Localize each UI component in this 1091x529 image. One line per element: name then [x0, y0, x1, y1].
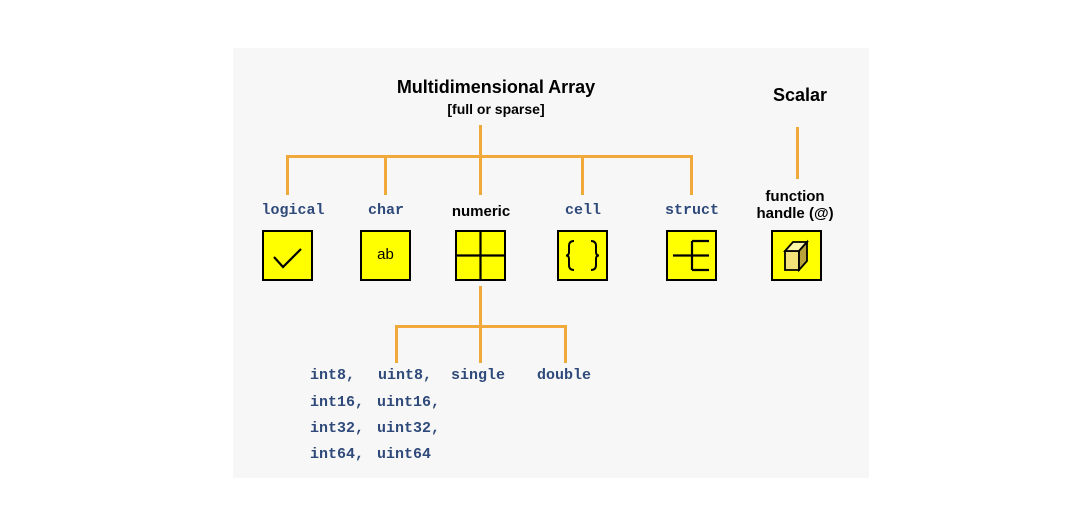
numeric-type-double: double — [537, 367, 592, 384]
scalar-stem-line — [796, 127, 799, 179]
numeric-type-int8: int8, — [310, 367, 356, 384]
function-handle-label-text: function handle (@) — [756, 188, 834, 222]
ab-text-icon: ab — [377, 246, 394, 263]
numeric-type-uint32: uint32, — [377, 420, 441, 437]
branch-char-line — [384, 155, 387, 195]
root-title: Multidimensional Array — [396, 77, 596, 97]
top-bar-line — [286, 155, 693, 158]
numeric-branch-double-line — [564, 325, 567, 363]
braces-icon — [565, 240, 600, 271]
scalar-title: Scalar — [772, 85, 828, 105]
struct-icon-box — [666, 230, 717, 281]
diagram-background — [233, 48, 869, 478]
numeric-type-single: single — [451, 367, 506, 384]
type-label-cell: cell — [564, 202, 601, 219]
numeric-type-int16: int16, — [310, 394, 365, 411]
type-label-numeric: numeric — [451, 203, 511, 220]
grid-icon — [457, 232, 504, 279]
numeric-type-int64: int64, — [310, 446, 365, 463]
branch-cell-line — [581, 155, 584, 195]
char-icon-box: ab — [360, 230, 411, 281]
type-label-char: char — [367, 202, 404, 219]
checkmark-icon — [273, 248, 302, 269]
function-handle-icon-box — [771, 230, 822, 281]
numeric-stem-line — [479, 286, 482, 328]
numeric-branch-int8-line — [395, 325, 398, 363]
type-label-struct: struct — [664, 202, 719, 219]
cell-icon-box — [557, 230, 608, 281]
numeric-type-int32: int32, — [310, 420, 365, 437]
branch-struct-line — [690, 155, 693, 195]
type-label-function-handle: function handle (@) — [740, 188, 850, 222]
tree-icon — [673, 239, 709, 272]
root-stem-line — [479, 125, 482, 158]
numeric-type-uint16: uint16, — [377, 394, 441, 411]
numeric-type-uint64: uint64 — [377, 446, 432, 463]
numeric-type-uint8: uint8, — [378, 367, 433, 384]
numeric-icon-box — [455, 230, 506, 281]
branch-logical-line — [286, 155, 289, 195]
branch-numeric-line — [479, 155, 482, 195]
logical-icon-box — [262, 230, 313, 281]
cube-icon — [782, 239, 810, 273]
numeric-branch-single-line — [479, 325, 482, 363]
type-label-logical: logical — [261, 202, 325, 219]
root-subtitle: [full or sparse] — [447, 101, 545, 117]
